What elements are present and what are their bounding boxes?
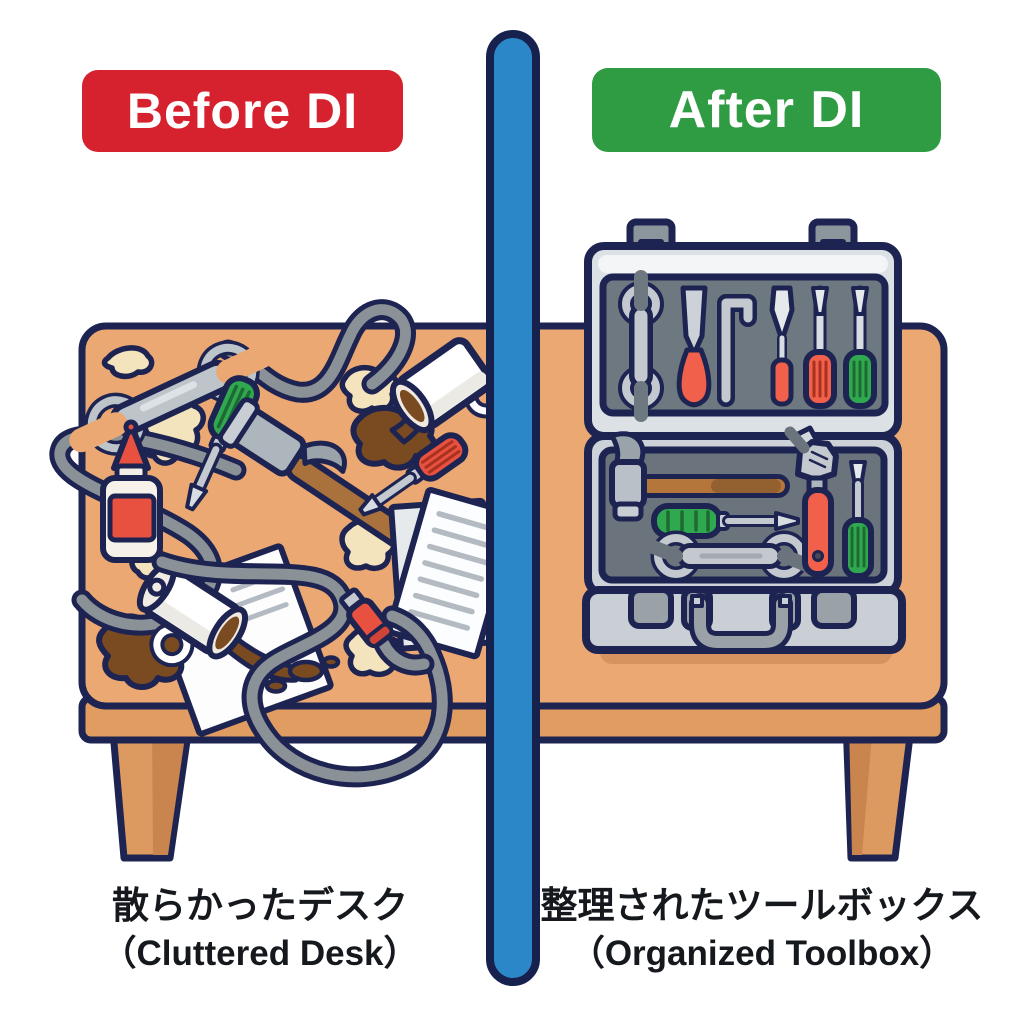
- organized-toolbox: [582, 218, 906, 664]
- left-caption: 散らかったデスク （Cluttered Desk）: [55, 882, 465, 977]
- lid-red-screwdriver-icon: [803, 285, 837, 409]
- red-screwdriver-icon: [358, 432, 469, 517]
- before-di-banner: Before DI: [82, 70, 403, 152]
- right-caption-japanese: 整理されたツールボックス: [540, 885, 984, 926]
- left-caption-english: （Cluttered Desk）: [101, 933, 419, 973]
- right-caption-english: （Organized Toolbox）: [569, 933, 955, 973]
- loose-papers-icon: [385, 486, 520, 660]
- lid-slim-screwdriver-icon: [769, 285, 795, 407]
- tray-hammer-icon: [609, 431, 790, 522]
- lid-hex-key-icon: [717, 294, 757, 407]
- toolbox-tray: [584, 425, 902, 598]
- after-di-banner: After DI: [592, 68, 941, 152]
- toolbox-handle: [681, 587, 801, 653]
- toolbox-lid: [584, 242, 902, 440]
- before-di-label: Before DI: [126, 83, 359, 139]
- second-tipped-mug-icon: [136, 561, 249, 668]
- tray-green-screwdriver-icon: [651, 503, 800, 539]
- left-caption-japanese: 散らかったデスク: [112, 885, 408, 926]
- hanging-cable: [151, 551, 453, 788]
- lid-green-screwdriver-icon: [843, 285, 877, 409]
- cluttered-desk-scene: [49, 299, 520, 788]
- lid-chisel-icon: [676, 285, 712, 408]
- glue-bottle-icon: [100, 419, 163, 563]
- divider-bar: [486, 30, 540, 986]
- adjustable-wrench-icon: [784, 425, 839, 577]
- toolbox-base: [582, 586, 906, 654]
- after-di-label: After DI: [668, 81, 865, 139]
- right-caption: 整理されたツールボックス （Organized Toolbox）: [528, 882, 996, 977]
- lid-wrench-icon: [618, 270, 664, 422]
- usb-cable-connector-icon: [339, 587, 394, 649]
- tray-wrench-icon: [641, 530, 819, 582]
- coffee-drops: [264, 655, 341, 694]
- tray-small-green-screwdriver-icon: [842, 460, 874, 579]
